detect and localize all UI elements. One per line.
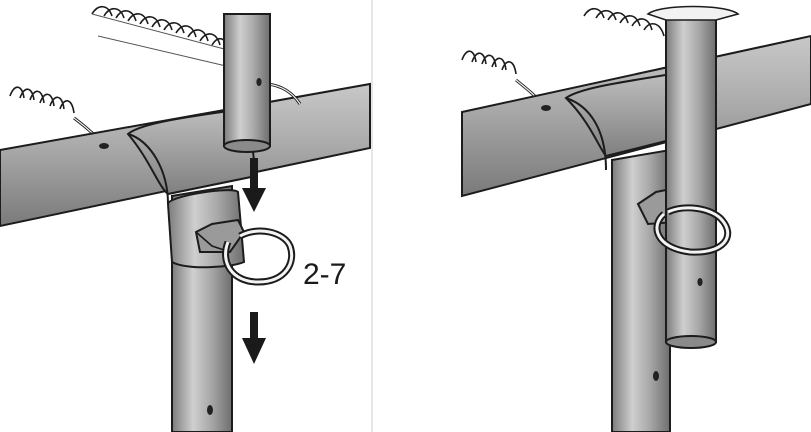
pole-top-left xyxy=(223,13,271,147)
arrow-down-lower xyxy=(242,312,266,364)
right-panel xyxy=(461,5,811,432)
ring-pin-right xyxy=(653,204,732,256)
hook-hole xyxy=(99,143,109,149)
arrow-down-upper xyxy=(242,158,266,212)
pole-inserted-right xyxy=(665,13,717,343)
left-panel xyxy=(0,5,371,432)
spring-top-left xyxy=(91,5,229,67)
ring-pin-left xyxy=(222,227,296,286)
step-label: 2-7 xyxy=(303,258,347,291)
